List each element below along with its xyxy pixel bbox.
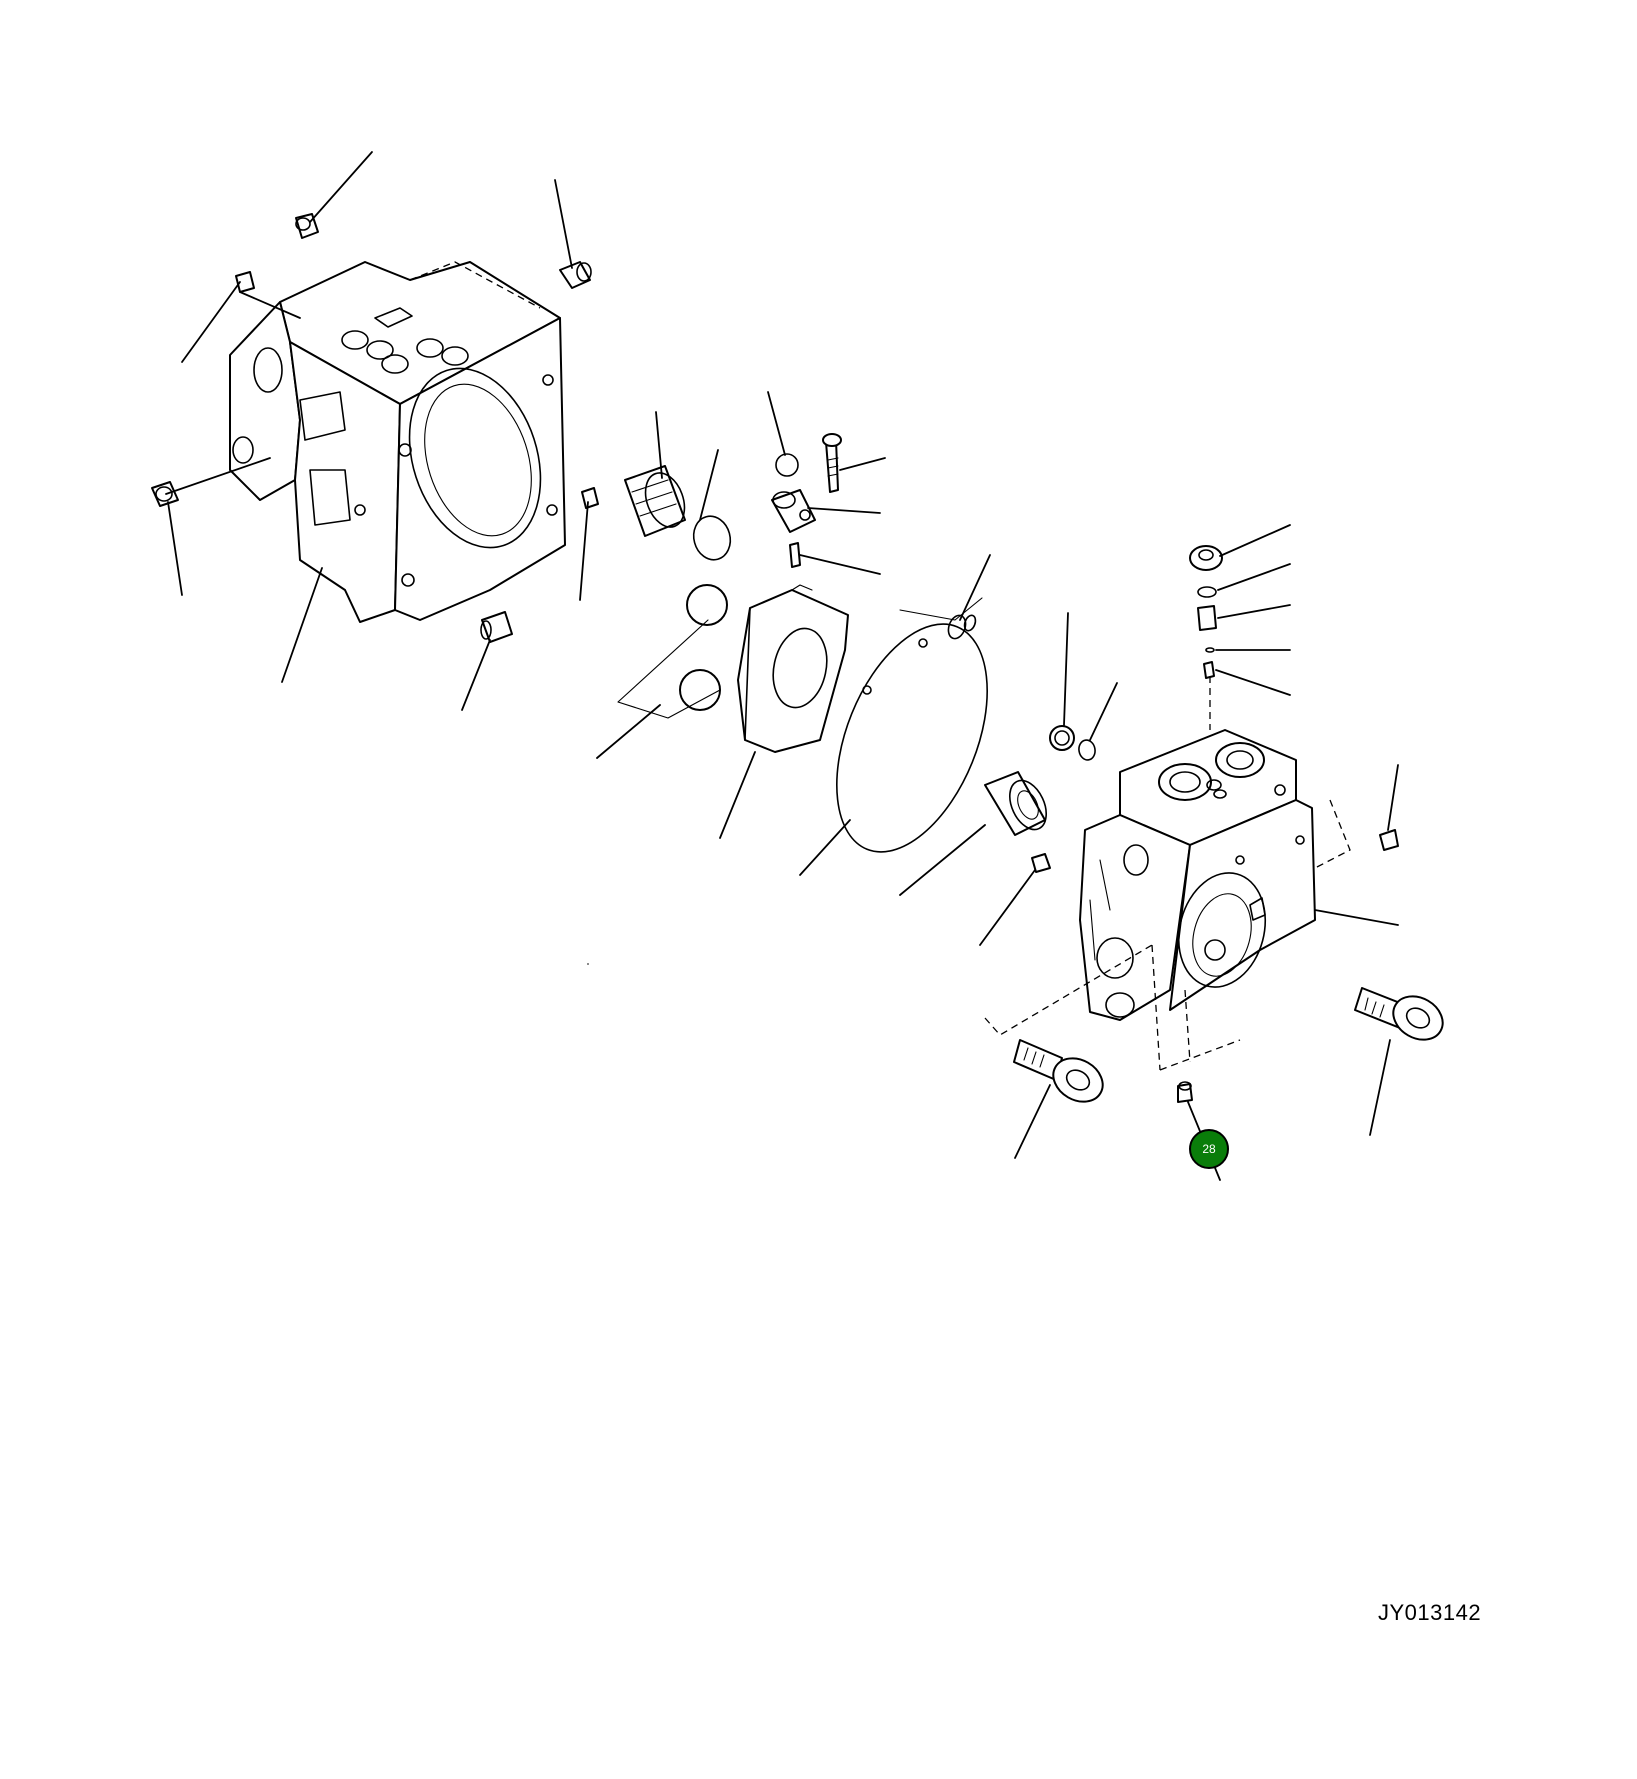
pin-small-mid	[789, 542, 801, 568]
plug-right-side	[1314, 799, 1399, 869]
bolt-small-top	[822, 433, 842, 493]
bracket-clamp	[771, 489, 816, 533]
stray-dot	[587, 963, 589, 965]
roller-bearing	[984, 771, 1047, 836]
callout-28[interactable]: 28	[1189, 1129, 1229, 1169]
pin-right	[1031, 853, 1051, 873]
o-ring-small-mid	[692, 515, 732, 561]
plug-right-small	[581, 487, 599, 509]
ball-top	[775, 453, 799, 477]
control-valve-body	[1079, 729, 1316, 1071]
cap-screw-right	[1354, 987, 1444, 1041]
gasket-large	[836, 623, 988, 853]
plug-left-lower	[151, 481, 179, 507]
dowel-pin-left	[480, 611, 513, 643]
bushing-sleeve	[624, 465, 686, 537]
plug-top-right	[559, 261, 592, 289]
drawing-code: JY013142	[1378, 1600, 1482, 1625]
cap-screw-left	[1013, 1039, 1104, 1103]
valve-plate-cover	[737, 584, 849, 753]
bearing-plug-right	[1049, 725, 1096, 761]
leader-lines	[165, 151, 1399, 1181]
callout-28-label: 28	[1202, 1142, 1216, 1156]
pump-case-left	[229, 261, 566, 623]
plug-bottom	[1177, 1081, 1193, 1103]
stacked-small-parts	[1189, 545, 1223, 730]
spheres-pair	[617, 584, 728, 719]
plug-left-upper	[235, 271, 255, 293]
